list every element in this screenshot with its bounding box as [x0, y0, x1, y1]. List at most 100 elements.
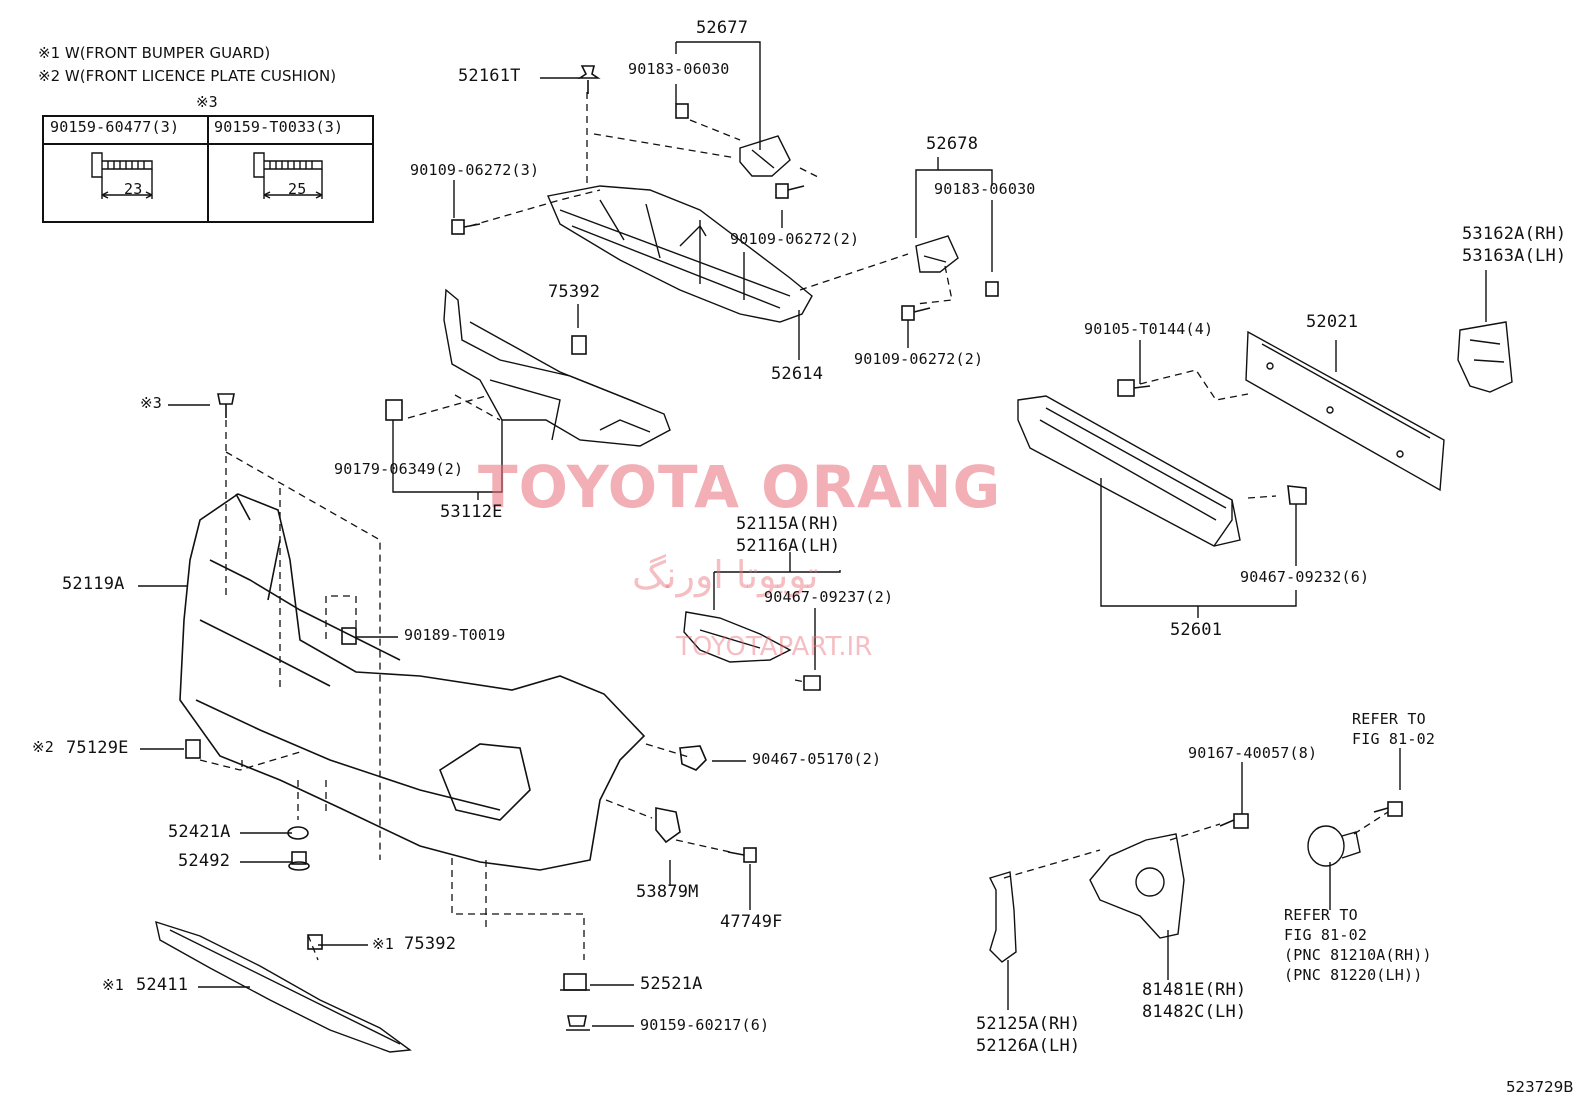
legend-bolt-1-icon	[91, 152, 153, 199]
bolt-90109-left	[451, 219, 481, 235]
clip-90467-09232	[1287, 485, 1307, 505]
legend-col2-length: 25	[288, 180, 307, 198]
clip-90467-05170	[679, 745, 707, 771]
clip-75392-upper	[571, 335, 587, 355]
part-52115A-bracket	[683, 611, 792, 663]
label-90467-09232: 90467-09232(6)	[1240, 568, 1370, 586]
clip-90179	[385, 399, 403, 421]
bolt-90167	[1219, 813, 1249, 829]
bolt-90105	[1117, 379, 1151, 397]
fastener-52161T	[577, 65, 601, 94]
label-mark3: ※3	[140, 394, 162, 412]
clip-90467-09237	[803, 675, 821, 691]
part-52601-absorber	[1017, 395, 1241, 547]
clip-75392-lower	[307, 934, 323, 950]
clip-90183-right	[985, 281, 999, 297]
label-52161T: 52161T	[458, 66, 521, 86]
legend-table	[42, 115, 374, 223]
watermark-url: TOYOTAPART.IR	[676, 632, 873, 662]
label-mark1-lower-clip: ※1	[372, 935, 394, 953]
part-53879M	[655, 807, 681, 844]
label-75392-upper: 75392	[548, 282, 601, 302]
legend-bolt-2-icon	[253, 152, 323, 199]
label-81482C-LH: 81482C(LH)	[1142, 1002, 1247, 1022]
label-90105-T0144: 90105-T0144(4)	[1084, 320, 1214, 338]
label-pnc-81220: (PNC 81220(LH))	[1284, 966, 1423, 984]
nut-52521A	[560, 973, 590, 991]
label-75392-lower: 75392	[404, 934, 457, 954]
label-52492: 52492	[178, 851, 231, 871]
label-refer-to-lower: REFER TO	[1284, 906, 1358, 924]
bolt-fog-lamp	[1373, 801, 1403, 817]
nut-90189	[341, 627, 357, 645]
bolt-90109-upper	[775, 183, 805, 199]
label-mark1-strip: ※1	[102, 976, 124, 994]
label-fig-81-02-lower: FIG 81-02	[1284, 926, 1368, 944]
label-52678: 52678	[926, 134, 979, 154]
note-2: ※2 W(FRONT LICENCE PLATE CUSHION)	[38, 67, 337, 85]
leader-lines	[138, 41, 1487, 1027]
part-52614-grille-bracket	[547, 185, 813, 323]
part-53162A-retainer	[1457, 321, 1513, 393]
label-52677: 52677	[696, 18, 749, 38]
watermark-main: TOYOTA ORANG	[478, 453, 1002, 521]
label-90109-06272-2-upper: 90109-06272(2)	[730, 230, 860, 248]
figure-id: 523729B	[1506, 1078, 1574, 1096]
label-52116A-LH: 52116A(LH)	[736, 536, 841, 556]
label-90467-05170: 90467-05170(2)	[752, 750, 882, 768]
part-52678-bracket	[915, 235, 959, 273]
label-90159-60217: 90159-60217(6)	[640, 1016, 770, 1034]
part-52021-reinforcement	[1245, 330, 1445, 492]
screw-mark3	[217, 393, 235, 418]
label-90109-06272-2-lower: 90109-06272(2)	[854, 350, 984, 368]
label-52126A-LH: 52126A(LH)	[976, 1036, 1081, 1056]
label-52021: 52021	[1306, 312, 1359, 332]
label-81481E-RH: 81481E(RH)	[1142, 980, 1247, 1000]
part-81481E-fog-cover	[1089, 833, 1185, 939]
legend-col2-part: 90159-T0033(3)	[214, 118, 344, 136]
legend-bolt-icons	[91, 152, 323, 199]
note-1: ※1 W(FRONT BUMPER GUARD)	[38, 44, 271, 62]
label-52521A: 52521A	[640, 974, 703, 994]
legend-col1-part: 90159-60477(3)	[50, 118, 180, 136]
label-90109-06272-3: 90109-06272(3)	[410, 161, 540, 179]
label-mark2: ※2	[32, 738, 54, 756]
part-52421A	[287, 826, 309, 840]
watermark-persian: تویوتا اورنگ	[632, 553, 819, 597]
label-fig-81-02-upper: FIG 81-02	[1352, 730, 1436, 748]
bolt-90109-lower	[901, 305, 931, 321]
label-52119A: 52119A	[62, 574, 125, 594]
part-53112E-grille	[443, 288, 671, 447]
label-47749F: 47749F	[720, 912, 783, 932]
label-90189-T0019: 90189-T0019	[404, 626, 506, 644]
label-pnc-81210A: (PNC 81210A(RH))	[1284, 946, 1432, 964]
label-52421A: 52421A	[168, 822, 231, 842]
cushion-75129E	[185, 739, 201, 759]
label-53112E: 53112E	[440, 502, 503, 522]
screw-47749F	[727, 847, 757, 863]
label-90183-06030-right: 90183-06030	[934, 180, 1036, 198]
part-52125A-trim	[989, 871, 1017, 963]
label-90167-40057: 90167-40057(8)	[1188, 744, 1318, 762]
part-52411-guard-strip	[155, 920, 412, 1053]
label-52125A-RH: 52125A(RH)	[976, 1014, 1081, 1034]
legend-header: ※3	[196, 93, 218, 111]
label-90179-06349: 90179-06349(2)	[334, 460, 464, 478]
label-53163A-LH: 53163A(LH)	[1462, 246, 1567, 266]
part-52492	[288, 851, 310, 871]
clip-90183-upper	[675, 103, 689, 119]
label-75129E: 75129E	[66, 738, 129, 758]
screw-90159-60217	[566, 1015, 590, 1031]
label-refer-to-upper: REFER TO	[1352, 710, 1426, 728]
label-90467-09237: 90467-09237(2)	[764, 588, 894, 606]
legend-col1-length: 23	[124, 180, 143, 198]
label-52601: 52601	[1170, 620, 1223, 640]
part-52677-bracket	[739, 135, 791, 177]
dashed-assembly-lines	[199, 92, 1389, 961]
part-52119A-bumper-cover	[179, 493, 646, 871]
label-53162A-RH: 53162A(RH)	[1462, 224, 1567, 244]
part-fog-lamp	[1307, 825, 1361, 867]
label-52614: 52614	[771, 364, 824, 384]
